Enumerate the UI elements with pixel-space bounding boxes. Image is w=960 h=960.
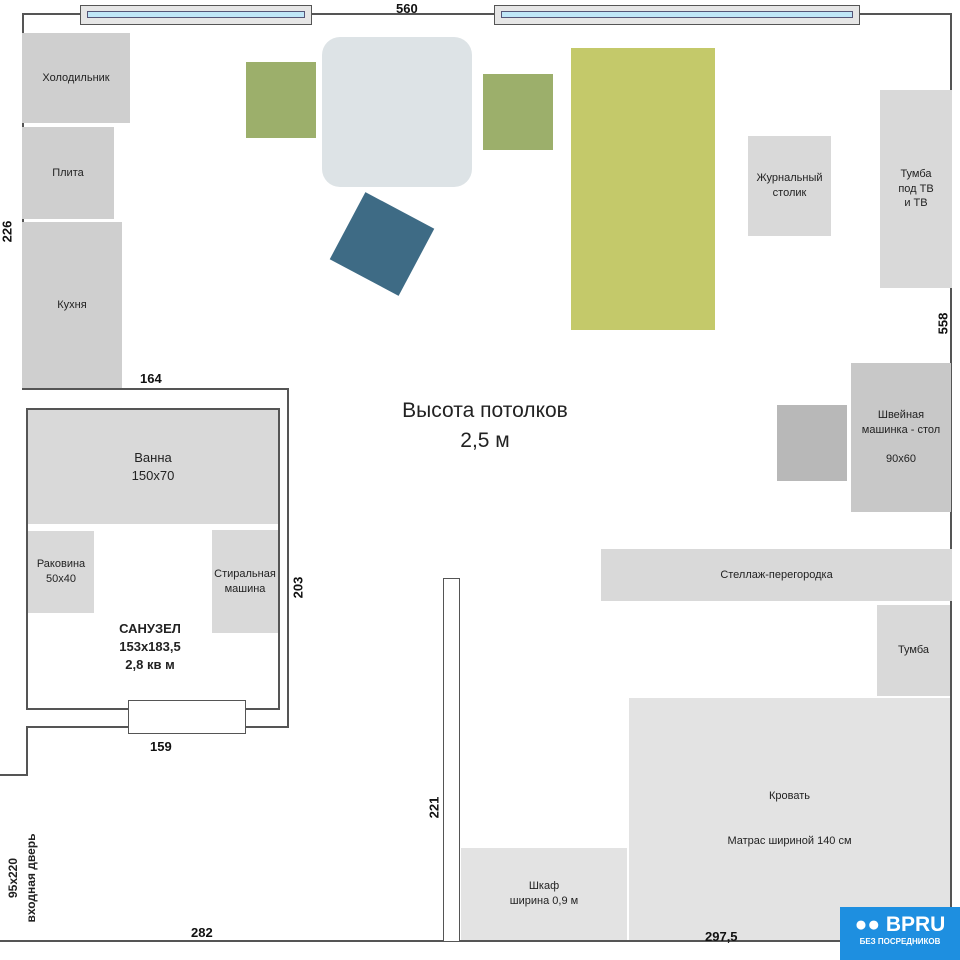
entry-wall-h (0, 774, 28, 776)
coffee-table: Журнальный столик (748, 136, 831, 236)
window-left (80, 5, 312, 25)
dim-bath-bottom: 159 (150, 739, 172, 754)
wall-bottom (0, 940, 952, 942)
dim-bath-right: 203 (290, 576, 306, 599)
dim-right: 558 (935, 312, 951, 335)
logo-brand: ●● BPRU (854, 913, 946, 936)
ceiling-line1: Высота потолков (402, 399, 568, 422)
shelf-partition: Стеллаж-перегородка (601, 549, 952, 601)
sewing-table: Швейная машинка - стол 90x60 (851, 363, 951, 512)
fridge: Холодильник (22, 33, 130, 123)
dim-partition: 221 (426, 796, 442, 819)
dim-bottom-right: 297,5 (705, 929, 738, 944)
nightstand: Тумба (877, 605, 950, 696)
washer: Стиральная машина (212, 530, 278, 633)
kitchen: Кухня (22, 222, 122, 388)
entry-door-label: 95x220 входная дверь (4, 818, 40, 938)
logo-tagline: БЕЗ ПОСРЕДНИКОВ (859, 937, 941, 946)
partition-wall (443, 578, 460, 942)
bath-wall-top (22, 388, 289, 390)
chair-right (483, 74, 553, 150)
ceiling-height: Высота потолков 2,5 м (360, 396, 610, 457)
people-icon: ●● (854, 913, 886, 936)
chair-left (246, 62, 316, 138)
dim-top: 560 (396, 1, 418, 16)
sofa (571, 48, 715, 330)
dim-left: 226 (0, 220, 15, 243)
entry-wall-v (26, 726, 28, 776)
window-right (494, 5, 860, 25)
wall-top (22, 13, 950, 15)
dim-kitchen-bottom: 164 (140, 371, 162, 386)
wardrobe: Шкаф ширина 0,9 м (461, 848, 627, 940)
door-label: входная дверь (24, 833, 38, 923)
bathroom-area: 2,8 кв м (125, 657, 175, 673)
bathroom-title: САНУЗЕЛ (119, 621, 181, 636)
bath-door[interactable] (128, 700, 246, 734)
dim-bottom-left: 282 (191, 925, 213, 940)
bathroom-label: САНУЗЕЛ 153x183,5 2,8 кв м (100, 620, 200, 675)
sewing-stool (777, 405, 847, 481)
armchair (329, 192, 435, 296)
door-size: 95x220 (6, 857, 20, 899)
ceiling-line2: 2,5 м (460, 429, 510, 453)
bathroom-size: 153x183,5 (119, 639, 181, 655)
bpru-logo: ●● BPRU БЕЗ ПОСРЕДНИКОВ (840, 907, 960, 960)
dining-table (322, 37, 472, 187)
bed: Кровать Матрас шириной 140 см (629, 698, 950, 940)
stove: Плита (22, 127, 114, 219)
bath-wall-right (287, 388, 289, 728)
bathtub: Ванна 150x70 (28, 410, 278, 524)
wall-right (950, 13, 952, 941)
tv-stand: Тумба под ТВ и ТВ (880, 90, 952, 288)
sink: Раковина 50x40 (28, 531, 94, 613)
